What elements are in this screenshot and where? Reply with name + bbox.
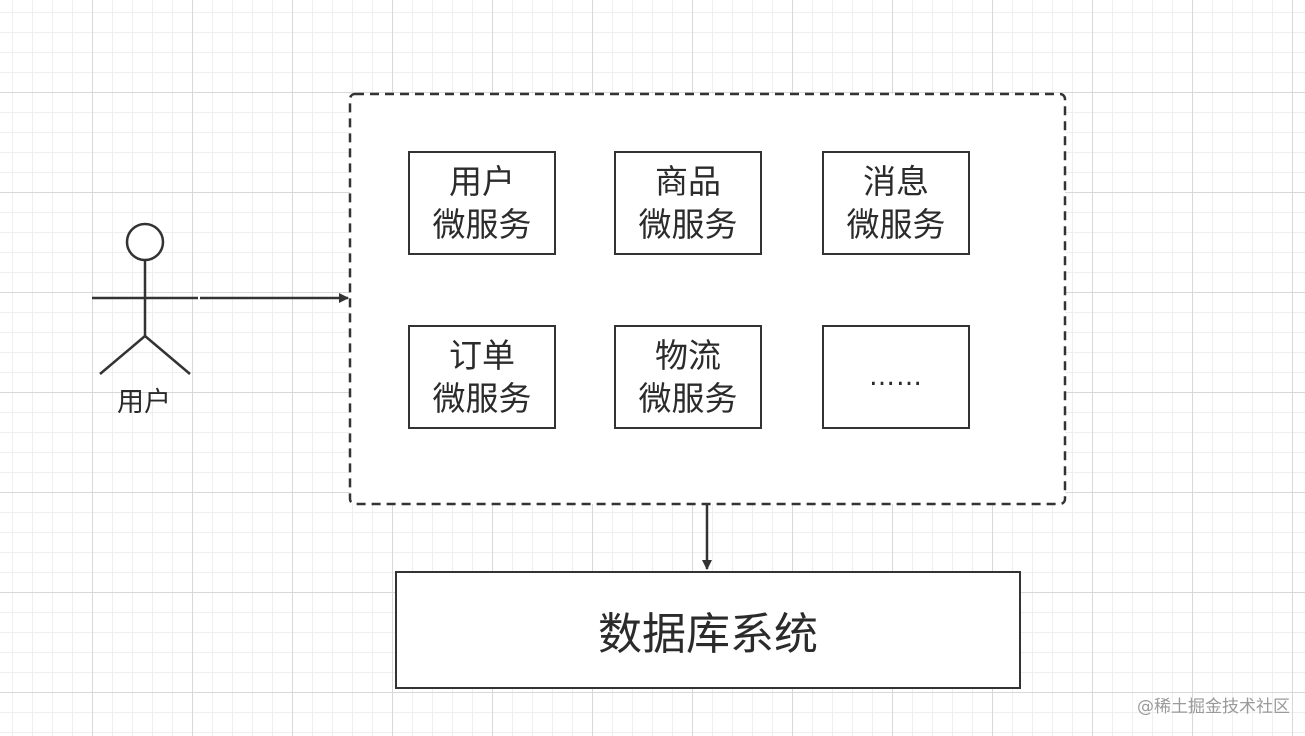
service-box-line2: 微服务 — [846, 205, 946, 244]
service-box-line2: 微服务 — [432, 205, 532, 244]
service-box-line1: 订单 — [449, 336, 515, 375]
database-label: 数据库系统 — [598, 609, 818, 660]
service-box-more: …… — [822, 325, 970, 429]
actor-left-leg — [99, 335, 146, 375]
service-box-line1: 商品 — [655, 162, 721, 201]
service-box-user: 用户 微服务 — [408, 151, 556, 255]
service-box-logistics: 物流 微服务 — [614, 325, 762, 429]
service-box-line2: 微服务 — [432, 379, 532, 418]
actor-right-leg — [144, 335, 191, 375]
service-box-line1: 用户 — [449, 162, 515, 201]
database-box: 数据库系统 — [395, 571, 1021, 689]
actor-label: 用户 — [117, 387, 171, 418]
actor-head — [125, 222, 165, 262]
service-box-product: 商品 微服务 — [614, 151, 762, 255]
service-box-line1: 物流 — [655, 336, 721, 375]
service-box-ellipsis: …… — [869, 361, 923, 392]
service-box-line2: 微服务 — [638, 379, 738, 418]
user-actor-figure — [92, 222, 198, 375]
service-box-message: 消息 微服务 — [822, 151, 970, 255]
watermark: @稀土掘金技术社区 — [1137, 697, 1290, 717]
service-box-order: 订单 微服务 — [408, 325, 556, 429]
service-box-line1: 消息 — [863, 162, 929, 201]
service-box-line2: 微服务 — [638, 205, 738, 244]
